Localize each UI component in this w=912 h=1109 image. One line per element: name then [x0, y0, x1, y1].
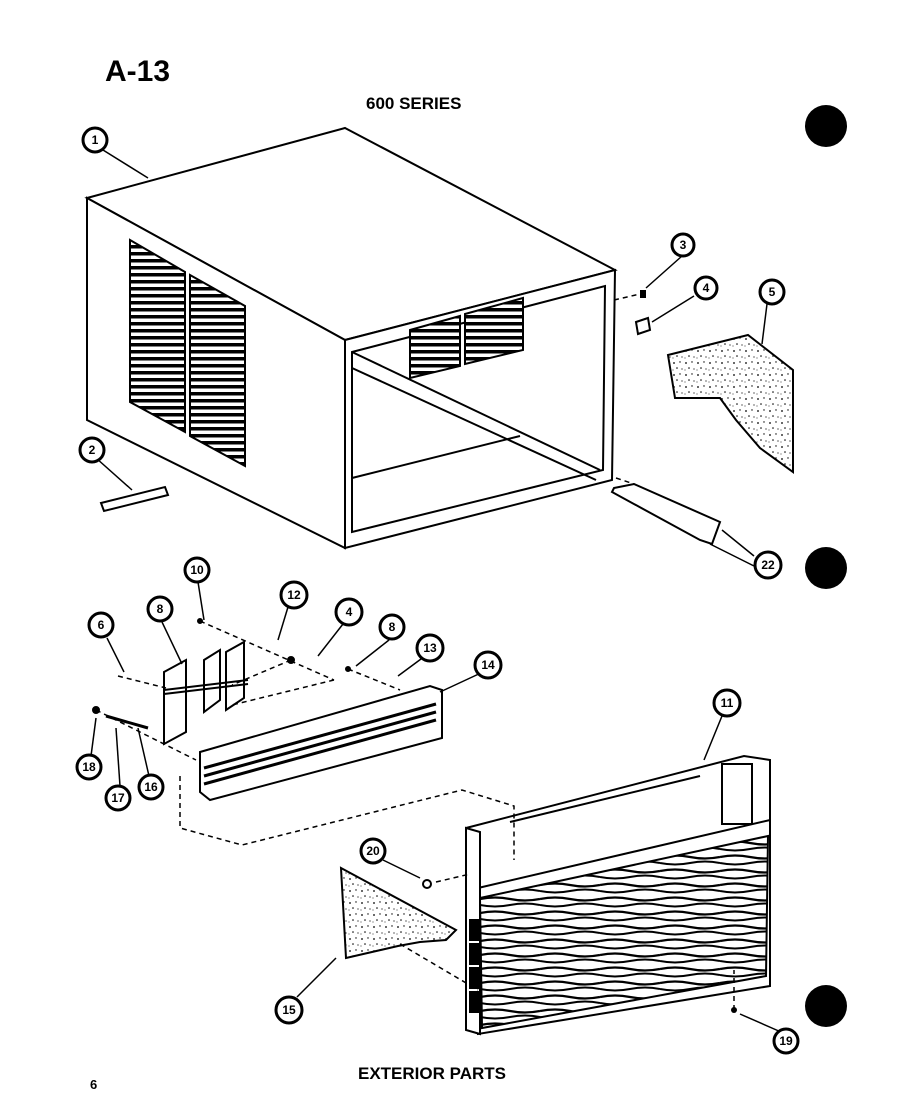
callout-1: 2 [78, 436, 106, 464]
callout-leaders [90, 149, 782, 1033]
callout-number: 10 [190, 563, 204, 577]
front-grille-part-11 [465, 754, 771, 1036]
callout-number: 2 [89, 443, 96, 457]
callout-22: 22 [753, 550, 783, 580]
screw-part-3 [640, 290, 646, 298]
callout-number: 3 [680, 238, 687, 252]
callout-2: 1 [81, 126, 109, 154]
callout-number: 22 [761, 558, 775, 572]
callout-10: 4 [334, 597, 364, 627]
callout-number: 6 [98, 618, 105, 632]
callout-number: 13 [423, 641, 437, 655]
callout-14: 14 [473, 650, 503, 680]
side-insulation-part-5 [666, 333, 794, 474]
callout-18: 18 [75, 753, 103, 781]
callout-number: 20 [366, 844, 380, 858]
callout-number: 8 [389, 620, 396, 634]
series-title: 600 SERIES [366, 94, 462, 113]
callout-number: 5 [769, 285, 776, 299]
callout-15: 15 [274, 995, 304, 1025]
callout-number: 17 [111, 791, 125, 805]
callout-20: 20 [359, 837, 387, 865]
callout-13: 13 [415, 633, 445, 663]
callout-number: 8 [157, 602, 164, 616]
callout-number: 18 [82, 760, 96, 774]
cabinet [84, 126, 618, 550]
small-parts [422, 879, 737, 1013]
callout-number: 16 [144, 780, 158, 794]
air-filter-part-15 [339, 866, 458, 960]
callout-19: 19 [772, 1027, 800, 1055]
clip-part-4 [634, 316, 652, 336]
callout-8: 8 [146, 595, 174, 623]
callout-number: 4 [346, 605, 353, 619]
callout-3: 3 [670, 232, 696, 258]
page-id: A-13 [105, 55, 171, 88]
callout-number: 15 [282, 1003, 296, 1017]
callout-number: 4 [703, 281, 710, 295]
bracket-part-1 [99, 485, 170, 513]
registration-marks [805, 105, 847, 1027]
callout-5: 5 [758, 278, 786, 306]
callout-17: 17 [104, 784, 132, 812]
callout-12: 12 [279, 580, 309, 610]
louver-assembly [92, 618, 443, 802]
callout-4: 4 [693, 275, 719, 301]
callout-number: 14 [481, 658, 495, 672]
callout-11: 11 [712, 688, 742, 718]
page-number: 6 [90, 1077, 98, 1092]
callout-6: 10 [183, 556, 211, 584]
callout-number: 19 [779, 1034, 793, 1048]
callout-8: 8 [378, 613, 406, 641]
callout-6: 6 [87, 611, 115, 639]
assembly-leader-lines [95, 293, 735, 1010]
callout-markers: 1 2 3 4 5 22 10 6 8 12 4 8 13 14 18 17 1… [75, 126, 800, 1055]
bottom-rail-part-22 [610, 482, 722, 546]
callout-number: 1 [92, 133, 99, 147]
callout-number: 11 [721, 696, 734, 710]
diagram-footer-title: EXTERIOR PARTS [358, 1064, 506, 1083]
callout-number: 12 [287, 588, 301, 602]
callout-16: 16 [137, 773, 165, 801]
